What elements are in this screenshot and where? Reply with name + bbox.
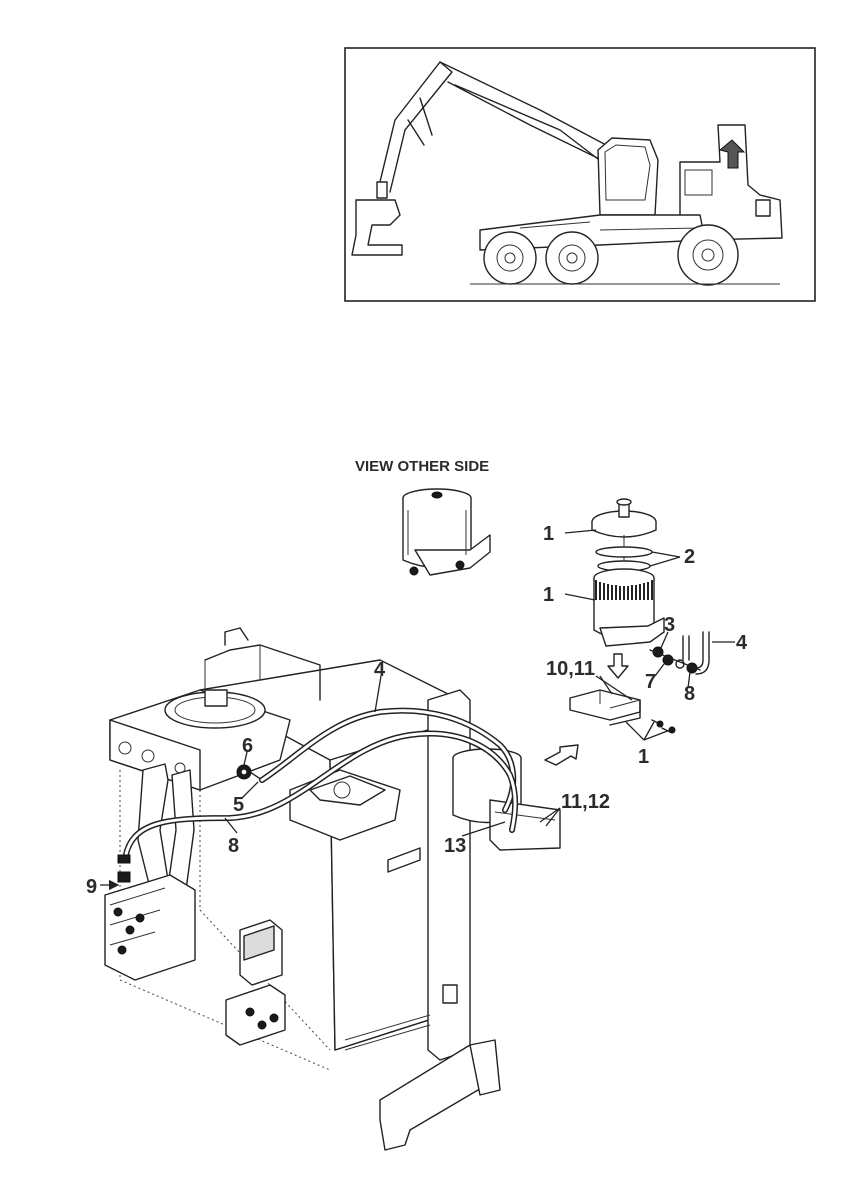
callout-7: 7 [645, 671, 656, 693]
callout-2: 2 [684, 546, 695, 568]
callout-13: 13 [444, 835, 466, 857]
hydraulic-tank-assembly [104, 627, 561, 1151]
callout-1a: 1 [543, 523, 554, 545]
leader-lines [100, 529, 735, 891]
callout-3: 3 [664, 614, 675, 636]
callout-8a: 8 [684, 683, 695, 705]
exploded-filter-assembly [544, 498, 710, 766]
machine-location-inset [344, 47, 816, 302]
callout-5: 5 [233, 794, 244, 816]
callout-1b: 1 [543, 584, 554, 606]
callout-labels: 1 2 1 3 4 7 8 10,11 1 4 6 5 8 11,12 13 9 [86, 523, 748, 898]
filter-housing-other-side [402, 488, 491, 576]
harvester-machine-illustration [351, 61, 783, 286]
callout-9: 9 [86, 876, 97, 898]
callout-1c: 1 [638, 746, 649, 768]
callout-8b: 8 [228, 835, 239, 857]
hose-4 [259, 707, 517, 813]
callout-11-12: 11,12 [561, 791, 610, 813]
hose-8 [117, 730, 519, 883]
view-other-side-caption: VIEW OTHER SIDE [355, 458, 489, 475]
callout-10-11: 10,11 [546, 658, 595, 680]
callout-6: 6 [242, 735, 253, 757]
callout-4b: 4 [374, 659, 386, 681]
callout-4a: 4 [736, 632, 748, 654]
